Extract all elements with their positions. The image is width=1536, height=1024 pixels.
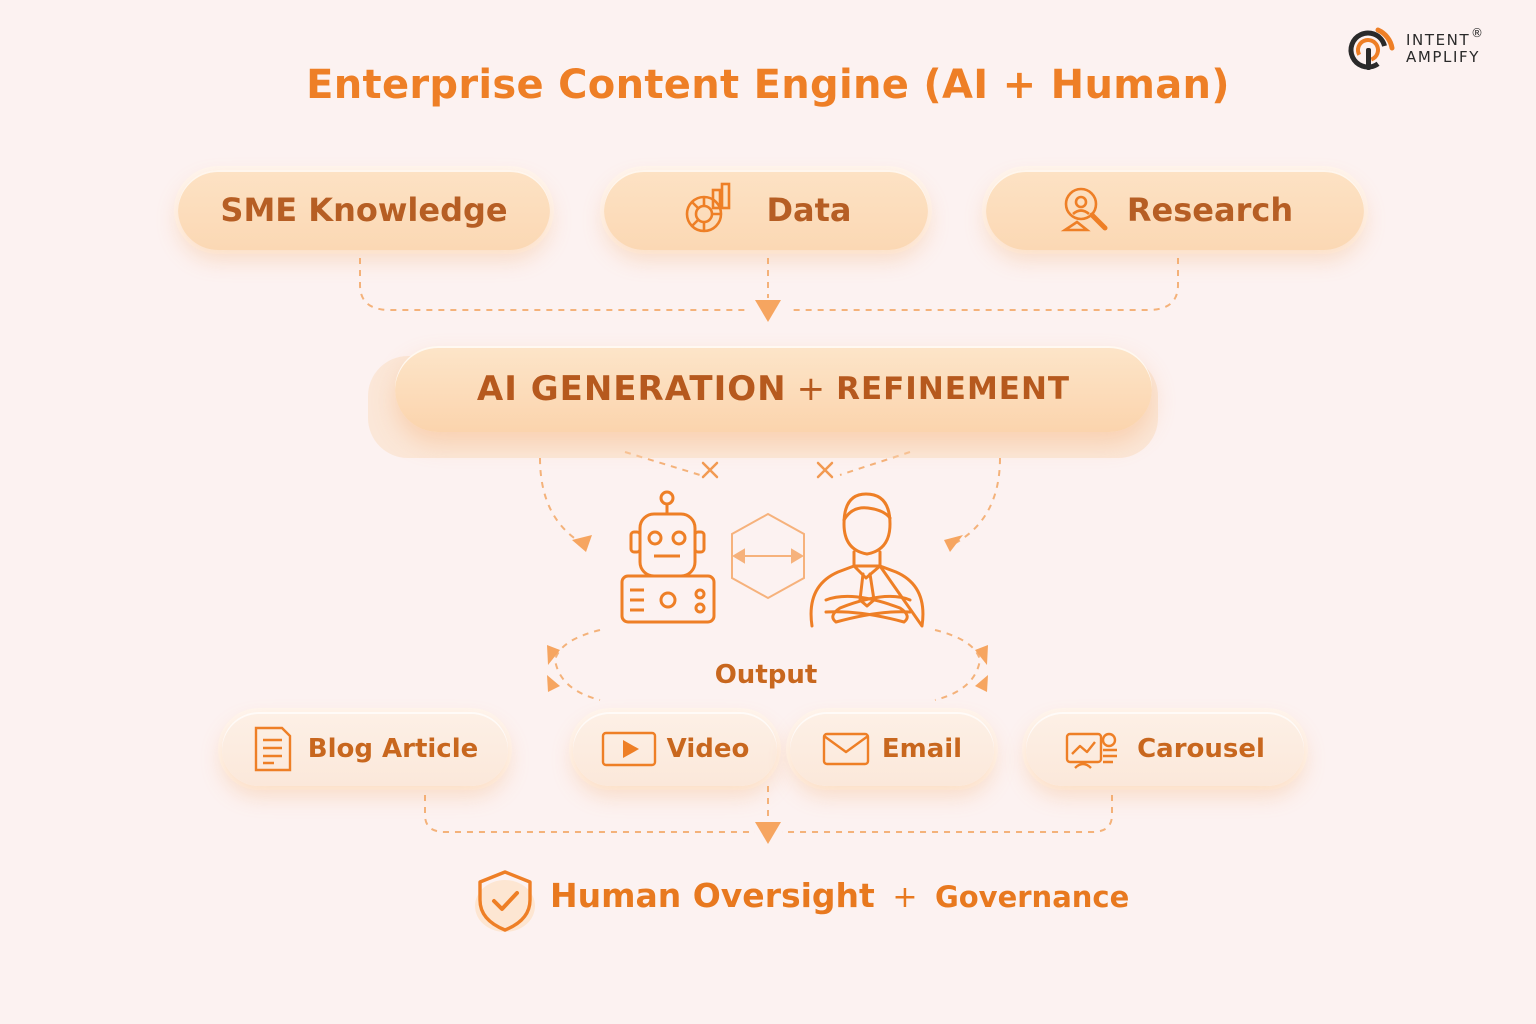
output-label-text: Video: [666, 734, 750, 764]
diagram-title: Enterprise Content Engine (AI + Human): [306, 62, 1230, 108]
output-label-text: Email: [881, 734, 963, 764]
governance-part2: Governance: [934, 880, 1130, 914]
process-plus: +: [796, 369, 827, 409]
robot-icon: [620, 490, 716, 624]
input-label: Data: [766, 191, 852, 229]
magnifier-person-icon: [1060, 187, 1108, 232]
hexagon-exchange-icon: [731, 512, 805, 600]
envelope-icon: [822, 732, 870, 766]
process-part2: REFINEMENT: [836, 371, 1071, 407]
process-part1: AI GENERATION: [476, 369, 787, 409]
output-video: Video: [573, 712, 777, 786]
output-email: Email: [790, 712, 994, 786]
intent-amplify-logo: [1348, 27, 1395, 70]
input-data: Data: [604, 170, 928, 250]
brand-name: INTENT AMPLIFY: [1406, 31, 1481, 66]
governance-part1: Human Oversight: [550, 876, 875, 915]
registered-mark: ®: [1471, 26, 1483, 40]
governance-label: Human Oversight + Governance: [550, 876, 1129, 915]
output-label: Output: [714, 660, 818, 690]
carousel-icon: [1065, 732, 1118, 769]
output-label-text: Carousel: [1137, 734, 1265, 764]
ai-human-collaboration: [620, 490, 925, 628]
businessman-icon: [809, 492, 925, 628]
input-research: Research: [986, 170, 1364, 250]
pie-bar-chart-icon: [686, 182, 731, 233]
document-icon: [254, 726, 291, 772]
shield-check-icon: [475, 870, 535, 932]
output-blog-article: Blog Article: [222, 712, 508, 786]
input-label: SME Knowledge: [220, 191, 508, 229]
ai-generation-refinement-bar: AI GENERATION + REFINEMENT: [395, 346, 1152, 432]
output-label-text: Blog Article: [307, 734, 479, 764]
play-icon: [601, 731, 656, 767]
input-sme-knowledge: SME Knowledge: [178, 170, 550, 250]
governance-plus: +: [892, 880, 918, 915]
output-carousel: Carousel: [1026, 712, 1304, 786]
input-label: Research: [1126, 191, 1294, 229]
